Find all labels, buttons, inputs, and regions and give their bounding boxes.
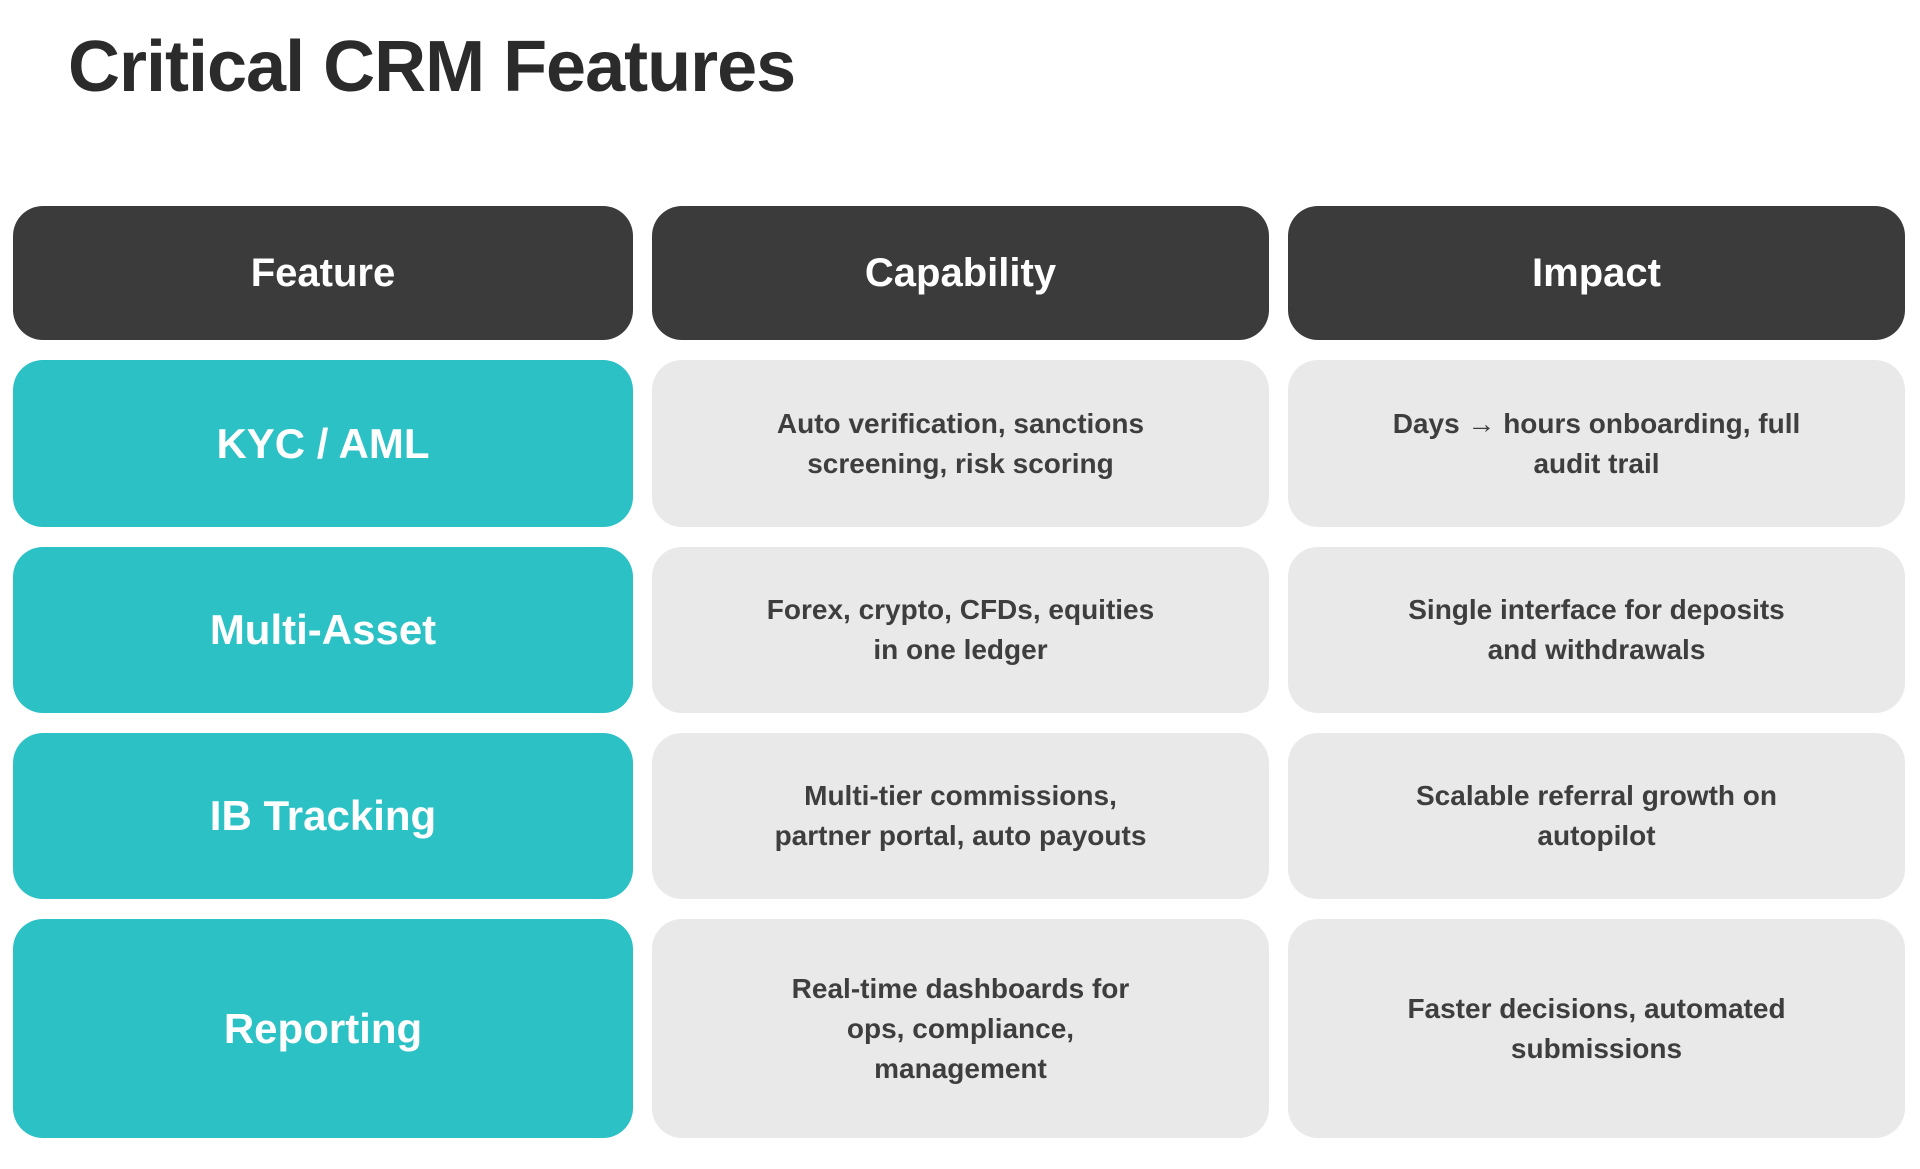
cell-ib-tracking-feature: IB Tracking bbox=[13, 733, 633, 899]
cell-ib-tracking-capability: Multi-tier commissions, partner portal, … bbox=[652, 733, 1269, 899]
cell-multi-asset-feature: Multi-Asset bbox=[13, 547, 633, 713]
crm-features-table: Feature Capability Impact KYC / AML Auto… bbox=[13, 206, 1905, 1138]
page-title: Critical CRM Features bbox=[68, 27, 796, 107]
cell-kyc-aml-capability: Auto verification, sanctions screening, … bbox=[652, 360, 1269, 527]
cell-kyc-aml-impact: Days → hours onboarding, full audit trai… bbox=[1288, 360, 1905, 527]
cell-multi-asset-capability: Forex, crypto, CFDs, equities in one led… bbox=[652, 547, 1269, 713]
column-header-feature: Feature bbox=[13, 206, 633, 340]
column-header-capability: Capability bbox=[652, 206, 1269, 340]
cell-reporting-feature: Reporting bbox=[13, 919, 633, 1138]
column-header-impact: Impact bbox=[1288, 206, 1905, 340]
cell-kyc-aml-feature: KYC / AML bbox=[13, 360, 633, 527]
cell-multi-asset-impact: Single interface for deposits and withdr… bbox=[1288, 547, 1905, 713]
cell-reporting-capability: Real-time dashboards for ops, compliance… bbox=[652, 919, 1269, 1138]
cell-ib-tracking-impact: Scalable referral growth on autopilot bbox=[1288, 733, 1905, 899]
cell-reporting-impact: Faster decisions, automated submissions bbox=[1288, 919, 1905, 1138]
